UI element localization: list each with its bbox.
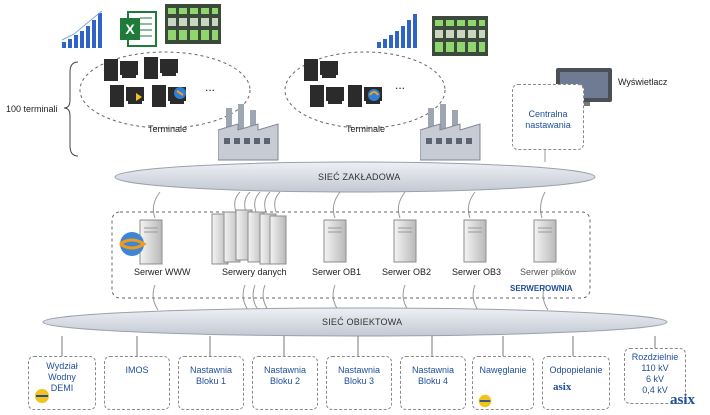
bar-chart-icon-right xyxy=(377,14,417,48)
server-ob2-icon xyxy=(393,219,417,263)
factory-icon-right xyxy=(420,104,481,161)
unit-box-switchgear: Rozdzielnie 110 kV 6 kV 0,4 kV xyxy=(624,348,686,404)
server-ob1-icon xyxy=(323,219,347,263)
central-control-label: Centralna nastawania xyxy=(525,109,571,130)
unit-box-block1: Nastawnia Bloku 1 xyxy=(178,356,244,410)
dashboard-screenshot-icon xyxy=(165,4,221,44)
asix-small-logo-icon xyxy=(35,389,49,403)
bar-chart-icon xyxy=(61,10,103,48)
terminal-group-right-outline xyxy=(284,51,446,129)
file-server-icon xyxy=(533,219,557,263)
server-room-outline xyxy=(111,211,591,299)
server-label-ob1: Serwer OB1 xyxy=(312,267,362,277)
terminal-group-label-right: Terminale xyxy=(346,124,386,134)
excel-icon: X xyxy=(120,11,157,47)
unit-label: Nastawnia Bloku 1 xyxy=(189,365,233,386)
unit-label: Nastawnia Bloku 4 xyxy=(411,365,455,386)
unit-label: Wydział Wodny DEMI xyxy=(46,361,78,393)
unit-box-ash: Odpopielanie asix xyxy=(542,356,610,410)
unit-box-block2: Nastawnia Bloku 2 xyxy=(252,356,318,410)
terminals-left-ellipsis: ... xyxy=(205,80,216,94)
display-label: Wyświetlacz xyxy=(618,77,668,87)
unit-box-imos: IMOS xyxy=(104,356,170,410)
terminal-group-left-outline xyxy=(79,51,251,129)
web-server-icon xyxy=(119,219,163,265)
network-top-label: SIEĆ ZAKŁADOWA xyxy=(318,172,401,182)
server-label-files: Serwer plików xyxy=(520,267,577,277)
unit-box-block3: Nastawnia Bloku 3 xyxy=(326,356,392,410)
network-bottom-label: SIEĆ OBIEKTOWA xyxy=(322,317,403,327)
terminals-right-ellipsis: ... xyxy=(395,78,406,92)
server-label-www: Serwer WWW xyxy=(134,267,191,277)
unit-label: IMOS xyxy=(125,365,149,375)
unit-label: Odpopielanie xyxy=(549,365,603,375)
terminals-bracket xyxy=(63,61,79,157)
server-label-ob3: Serwer OB3 xyxy=(452,267,502,277)
server-room-label: SERWEROWNIA xyxy=(510,284,573,293)
data-servers-icon xyxy=(211,209,287,265)
svg-text:X: X xyxy=(125,21,135,37)
unit-box-water: Wydział Wodny DEMI xyxy=(28,356,96,410)
central-control-box: Centralna nastawania xyxy=(512,84,584,150)
unit-box-block4: Nastawnia Bloku 4 xyxy=(400,356,466,410)
server-label-ob2: Serwer OB2 xyxy=(382,267,432,277)
terminal-group-label-left: Terminale xyxy=(148,124,188,134)
unit-label: Rozdzielnie 110 kV 6 kV 0,4 kV xyxy=(631,352,679,395)
dashboard-screenshot-icon-right xyxy=(432,16,488,56)
terminal-workstations-icon-right xyxy=(304,59,382,107)
unit-box-coal: Nawęglanie xyxy=(472,356,534,410)
server-ob3-icon xyxy=(463,219,487,263)
asix-logo-small: asix xyxy=(553,381,572,393)
network-bottom-ellipse xyxy=(42,307,668,337)
asix-small-logo-icon xyxy=(478,394,492,408)
unit-label: Nastawnia Bloku 2 xyxy=(263,365,307,386)
server-label-data: Serwery danych xyxy=(222,267,287,277)
terminal-workstations-icon xyxy=(104,57,186,107)
unit-label: Nawęglanie xyxy=(479,365,527,375)
factory-icon-left xyxy=(218,104,279,161)
unit-label: Nastawnia Bloku 3 xyxy=(337,365,381,386)
network-top-ellipse xyxy=(114,161,596,193)
left-terminals-count-label: 100 terminali xyxy=(6,104,58,114)
asix-logo-large: asix xyxy=(670,392,696,408)
